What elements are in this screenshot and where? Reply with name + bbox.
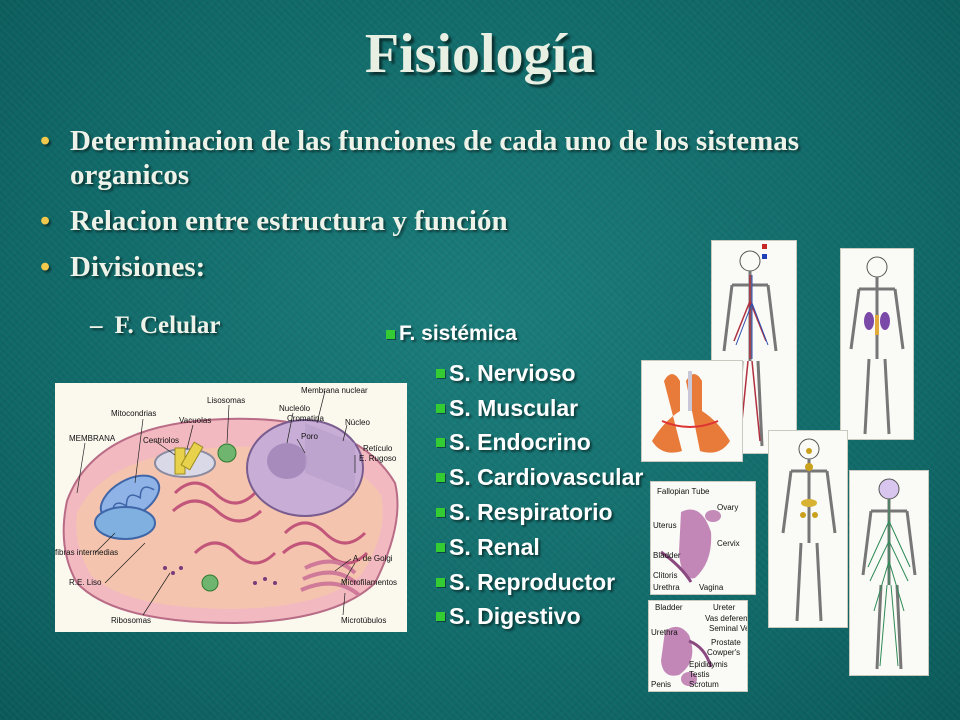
- system-item: S. Nervioso: [436, 356, 643, 391]
- dash-glyph: –: [90, 312, 103, 339]
- cell-label-poro: Poro: [301, 432, 318, 441]
- anatomy-label-m-bladder: Bladder: [655, 603, 683, 612]
- cell-label-nucleo: Núcleo: [345, 418, 370, 427]
- anatomy-label-testis: Testis: [689, 670, 709, 679]
- system-item: S. Renal: [436, 530, 643, 565]
- cell-label-membrana: MEMBRANA: [69, 434, 116, 443]
- cell-label-golgi: A. de Golgi: [353, 554, 393, 563]
- system-item-text: S. Reproductor: [449, 568, 616, 595]
- anatomy-label-seminal-vesicle: Seminal Vesicle: [709, 624, 747, 633]
- anatomy-label-cervix: Cervix: [717, 539, 740, 548]
- cell-label-vacuolas: Vacuolas: [179, 416, 211, 425]
- cell-label-cromatina: Cromatina: [287, 414, 324, 423]
- system-item-text: S. Nervioso: [449, 359, 576, 386]
- bullet-item: • Determinacion de las funciones de cada …: [36, 124, 916, 192]
- figure-renal: [840, 248, 914, 440]
- anatomy-label-m-urethra: Urethra: [651, 628, 678, 637]
- bullet-glyph: •: [40, 205, 51, 237]
- system-item-text: S. Muscular: [449, 394, 579, 421]
- cell-label-membrana-nuclear: Membrana nuclear: [301, 386, 368, 395]
- sub-bullet-text: F. Celular: [114, 312, 221, 339]
- system-item-text: S. Endocrino: [449, 429, 591, 456]
- square-bullet-icon: [436, 473, 445, 483]
- anatomy-label-penis: Penis: [651, 680, 671, 689]
- square-bullet-icon: [436, 438, 445, 448]
- square-bullet-icon: [436, 542, 445, 552]
- figure-cardiovascular: [711, 240, 797, 454]
- figure-male-reproductive: Bladder Ureter Vas deferens Seminal Vesi…: [648, 600, 766, 692]
- system-item: S. Cardiovascular: [436, 460, 643, 495]
- system-item-text: S. Renal: [449, 533, 540, 560]
- cell-label-microtubulos: Microtúbulos: [341, 616, 386, 625]
- anatomy-label-vagina: Vagina: [699, 583, 724, 592]
- square-bullet-icon: [436, 368, 445, 378]
- anatomy-label-prostate: Prostate: [711, 638, 741, 647]
- bullet-text: Relacion entre estructura y función: [70, 205, 508, 237]
- bullet-text: Determinacion de las funciones de cada u…: [70, 125, 800, 191]
- bullet-text: Divisiones:: [70, 251, 206, 283]
- anatomy-label-clitoris: Clitoris: [653, 571, 677, 580]
- square-bullet-icon: [386, 329, 395, 339]
- anatomy-label-ureter: Ureter: [713, 603, 736, 612]
- anatomy-label-urethra: Urethra: [653, 583, 680, 592]
- female-reproductive-drawing: Fallopian Tube Ovary Uterus Cervix Bladd…: [653, 487, 740, 592]
- square-bullet-icon: [436, 577, 445, 587]
- cell-diagram: Lisosomas Membrana nuclear Mitocondrias …: [55, 383, 407, 632]
- sistemica-heading: F. sistémica: [386, 322, 643, 346]
- figure-nervous: [849, 470, 929, 676]
- cell-label-nucleolo: Nucleólo: [279, 404, 311, 413]
- cell-label-mitocondrias: Mitocondrias: [111, 409, 156, 418]
- cell-label-fibras: fibras intermedias: [55, 548, 118, 557]
- male-reproductive-drawing: Bladder Ureter Vas deferens Seminal Vesi…: [651, 603, 766, 689]
- cell-illustration: Lisosomas Membrana nuclear Mitocondrias …: [55, 386, 399, 625]
- cardiovascular-drawing: [722, 244, 778, 447]
- bullet-item: • Divisiones:: [36, 250, 916, 284]
- anatomy-label-vas-deferens: Vas deferens: [705, 614, 747, 623]
- system-item: S. Respiratorio: [436, 495, 643, 530]
- figure-female-reproductive: Fallopian Tube Ovary Uterus Cervix Bladd…: [650, 481, 756, 595]
- cell-label-reticulo: Retículo: [363, 444, 393, 453]
- bullet-glyph: •: [40, 125, 51, 157]
- nervous-drawing: [861, 478, 917, 670]
- renal-drawing: [849, 256, 905, 435]
- anatomy-label-epididymis: Epididymis: [689, 660, 728, 669]
- system-item-text: S. Respiratorio: [449, 499, 613, 526]
- system-item: S. Muscular: [436, 391, 643, 426]
- system-item: S. Digestivo: [436, 600, 643, 635]
- system-item-text: S. Cardiovascular: [449, 464, 644, 491]
- anatomy-label-cowpers: Cowper's: [707, 648, 740, 657]
- cell-label-microfilamentos: Microfilamentos: [341, 578, 397, 587]
- square-bullet-icon: [436, 403, 445, 413]
- cell-label-e-rugoso: E. Rugoso: [359, 454, 397, 463]
- cell-label-re-liso: R.E. Liso: [69, 578, 102, 587]
- anatomy-label-uterus: Uterus: [653, 521, 677, 530]
- main-bullet-list: • Determinacion de las funciones de cada …: [36, 124, 916, 296]
- cell-label-lisosomas: Lisosomas: [207, 396, 245, 405]
- sistemica-list: S. Nervioso S. Muscular S. Endocrino S. …: [436, 356, 643, 634]
- figure-endocrine: [768, 430, 848, 628]
- anatomy-label-bladder: Bladder: [653, 551, 681, 560]
- anatomy-label-scrotum: Scrotum: [689, 680, 719, 689]
- respiratory-drawing: [652, 371, 730, 453]
- sistemica-heading-text: F. sistémica: [399, 322, 517, 345]
- sistemica-block: F. sistémica S. Nervioso S. Muscular S. …: [386, 322, 643, 634]
- cell-label-ribosomas: Ribosomas: [111, 616, 151, 625]
- figure-respiratory: [641, 360, 743, 462]
- endocrine-drawing: [781, 438, 837, 622]
- bullet-glyph: •: [40, 251, 51, 283]
- sub-bullet: –F. Celular: [90, 312, 221, 340]
- square-bullet-icon: [436, 612, 445, 622]
- slide-title: Fisiología: [364, 23, 596, 85]
- system-item-text: S. Digestivo: [449, 603, 581, 630]
- system-item: S. Reproductor: [436, 565, 643, 600]
- anatomy-label-ovary: Ovary: [717, 503, 738, 512]
- square-bullet-icon: [436, 508, 445, 518]
- system-item: S. Endocrino: [436, 426, 643, 461]
- cell-label-centriolos: Centriolos: [143, 436, 179, 445]
- anatomy-label-fallopian-tube: Fallopian Tube: [657, 487, 710, 496]
- bullet-item: • Relacion entre estructura y función: [36, 204, 916, 238]
